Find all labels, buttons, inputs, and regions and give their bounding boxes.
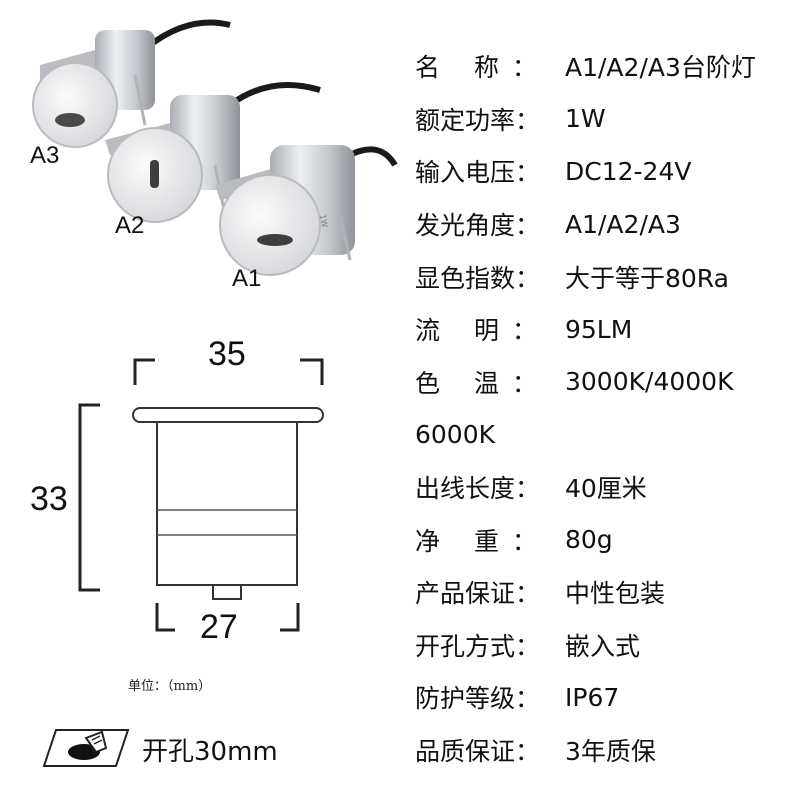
spec-row: 色 温： 3000K/4000K [415,356,795,409]
spec-row: 净 重： 80g [415,513,795,566]
spec-row: 额定功率： 1W [415,93,795,146]
spec-value: 6000K [415,419,496,449]
lamp-a1: 1W [215,145,355,276]
hole-cut-icon [42,729,130,767]
spec-value: A1/A2/A3台阶灯 [565,53,756,83]
spec-value: 3000K/4000K [565,367,734,397]
spec-value: 1W [565,104,606,134]
spec-key: 色 温： [415,368,537,398]
spec-key: 发光角度： [415,211,541,241]
spec-key: 出线长度： [415,474,541,504]
lamp-a3 [32,30,155,148]
spec-row: 产品保证： 中性包装 [415,566,795,619]
label-a3: A3 [30,142,60,169]
spec-key: 防护等级： [415,684,541,714]
spec-row: 出线长度： 40厘米 [415,461,795,514]
spec-row: 发光角度： A1/A2/A3 [415,198,795,251]
spec-row: 显色指数： 大于等于80Ra [415,250,795,303]
label-a2: A2 [115,212,145,239]
spec-value: IP67 [565,682,620,712]
spec-value: DC12-24V [565,156,692,186]
spec-list: 名 称： A1/A2/A3台阶灯额定功率： 1W 输入电压： DC12-24V 发光角度：… [415,40,795,776]
spec-value: 80g [565,525,613,555]
spec-value: 中性包装 [565,579,666,609]
spec-value: 40厘米 [565,474,647,504]
unit-note: 单位：（mm） [128,679,212,694]
spec-key: 输入电压： [415,158,541,188]
spec-row: 名 称： A1/A2/A3台阶灯 [415,40,795,93]
label-a1: A1 [232,265,262,292]
spec-value: 嵌入式 [565,631,641,661]
hole-note: 开孔30mm [142,737,278,767]
spec-row: 品质保证： 3年质保 [415,724,795,777]
dim-width-bottom: 27 [200,608,238,646]
spec-key: 流 明： [415,316,537,346]
dim-width-top: 35 [208,335,246,373]
spec-key: 名 称： [415,53,537,83]
lamp-a2 [105,95,240,223]
dimension-diagram [78,358,324,632]
spec-row: 输入电压： DC12-24V [415,145,795,198]
spec-row: 流 明： 95LM [415,303,795,356]
spec-key: 额定功率： [415,105,541,135]
spec-key: 产品保证： [415,579,541,609]
dim-height: 33 [30,480,68,518]
spec-row: 防护等级： IP67 [415,671,795,724]
spec-value: 大于等于80Ra [565,263,729,293]
spec-value: 95LM [565,314,633,344]
spec-key: 净 重： [415,526,537,556]
spec-value: 3年质保 [565,737,656,767]
spec-value: A1/A2/A3 [565,209,681,239]
spec-row: 开孔方式： 嵌入式 [415,619,795,672]
spec-key: 显色指数： [415,263,541,293]
svg-text:1W: 1W [318,214,329,228]
spec-row: 6000K [415,408,795,461]
spec-key: 品质保证： [415,737,541,767]
spec-key: 开孔方式： [415,631,541,661]
product-photo: 1W [32,19,398,276]
